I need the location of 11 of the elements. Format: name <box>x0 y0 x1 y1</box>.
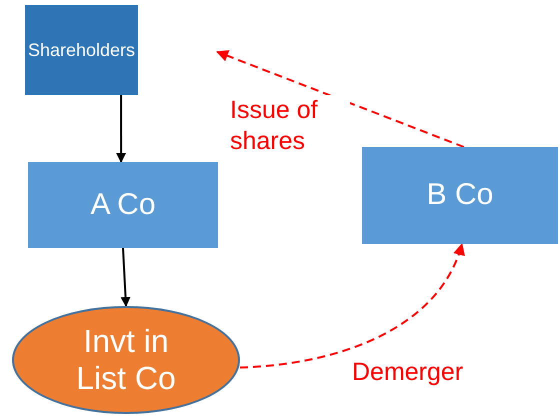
process-box <box>362 147 558 244</box>
arrow <box>216 50 464 148</box>
arrow <box>240 243 464 369</box>
process-box <box>28 162 218 248</box>
node-label: B Co <box>426 178 494 213</box>
arrow <box>120 248 131 307</box>
arrow <box>116 95 126 163</box>
node-label: A Co <box>90 188 156 222</box>
node-label: Invt in List Co <box>75 323 177 397</box>
process-box <box>25 5 138 95</box>
node-label: Shareholders <box>28 40 136 60</box>
